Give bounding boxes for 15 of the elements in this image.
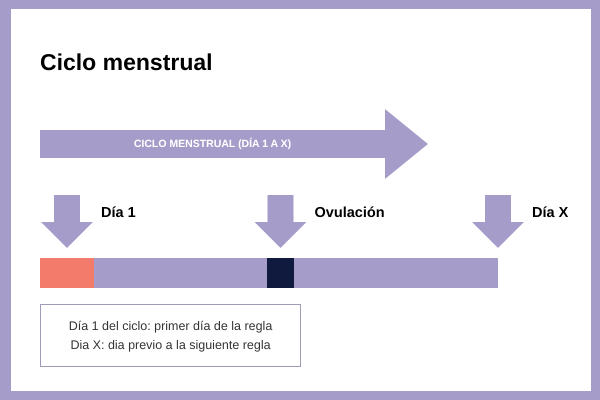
- arrow-banner: [40, 109, 428, 179]
- timeline-label: Ovulación: [314, 204, 385, 222]
- bar-segment: [40, 258, 94, 288]
- bar-segment: [267, 258, 294, 288]
- note-box: [40, 304, 301, 367]
- banner-text: CICLO MENSTRUAL (DÍA 1 A X): [132, 136, 292, 152]
- note-text: Dia X: dia previo a la siguiente regla: [70, 336, 271, 354]
- down-arrow: [472, 195, 524, 248]
- title: Ciclo menstrual: [40, 48, 213, 76]
- down-arrow: [254, 195, 306, 248]
- timeline-label: Día 1: [101, 204, 136, 222]
- timeline-label: Día X: [532, 204, 568, 222]
- down-arrow: [41, 195, 93, 248]
- note-text: Día 1 del ciclo: primer día de la regla: [68, 318, 272, 335]
- timeline-bar: [40, 258, 498, 288]
